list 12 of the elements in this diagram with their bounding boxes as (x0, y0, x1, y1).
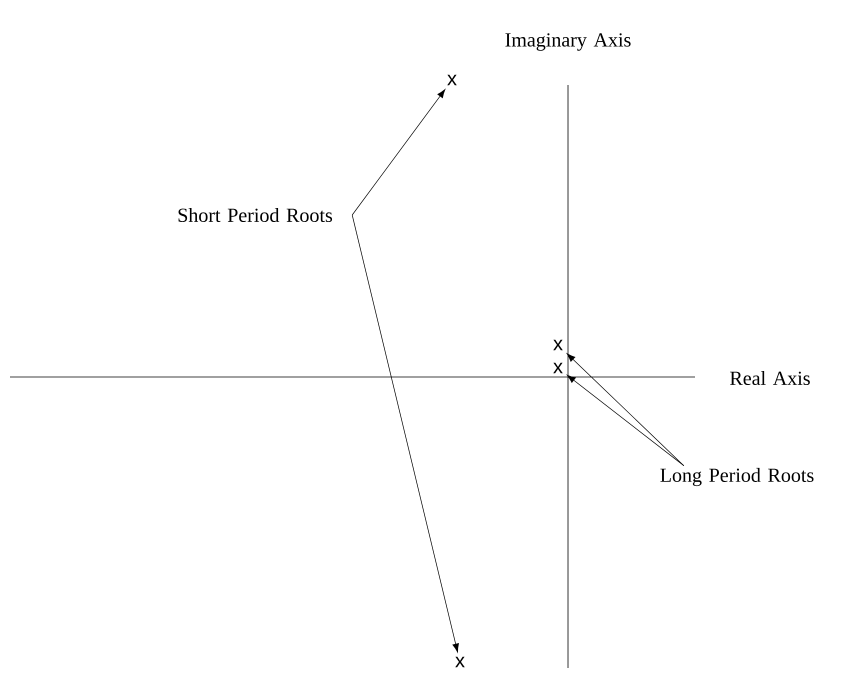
axis-label: Imaginary Axis (505, 33, 631, 51)
leader-line (352, 89, 446, 216)
callout-text: Short Period Roots (178, 208, 332, 222)
leader-line (566, 374, 684, 466)
root-marker: x (455, 656, 465, 668)
leader-line (566, 353, 684, 466)
root-marker: x (447, 74, 457, 86)
root-marker: x (553, 362, 563, 374)
callout-text: Long Period Roots (660, 468, 814, 486)
axis-label: Real Axis (730, 370, 810, 386)
root-marker: x (553, 340, 563, 350)
leader-line (352, 214, 459, 652)
